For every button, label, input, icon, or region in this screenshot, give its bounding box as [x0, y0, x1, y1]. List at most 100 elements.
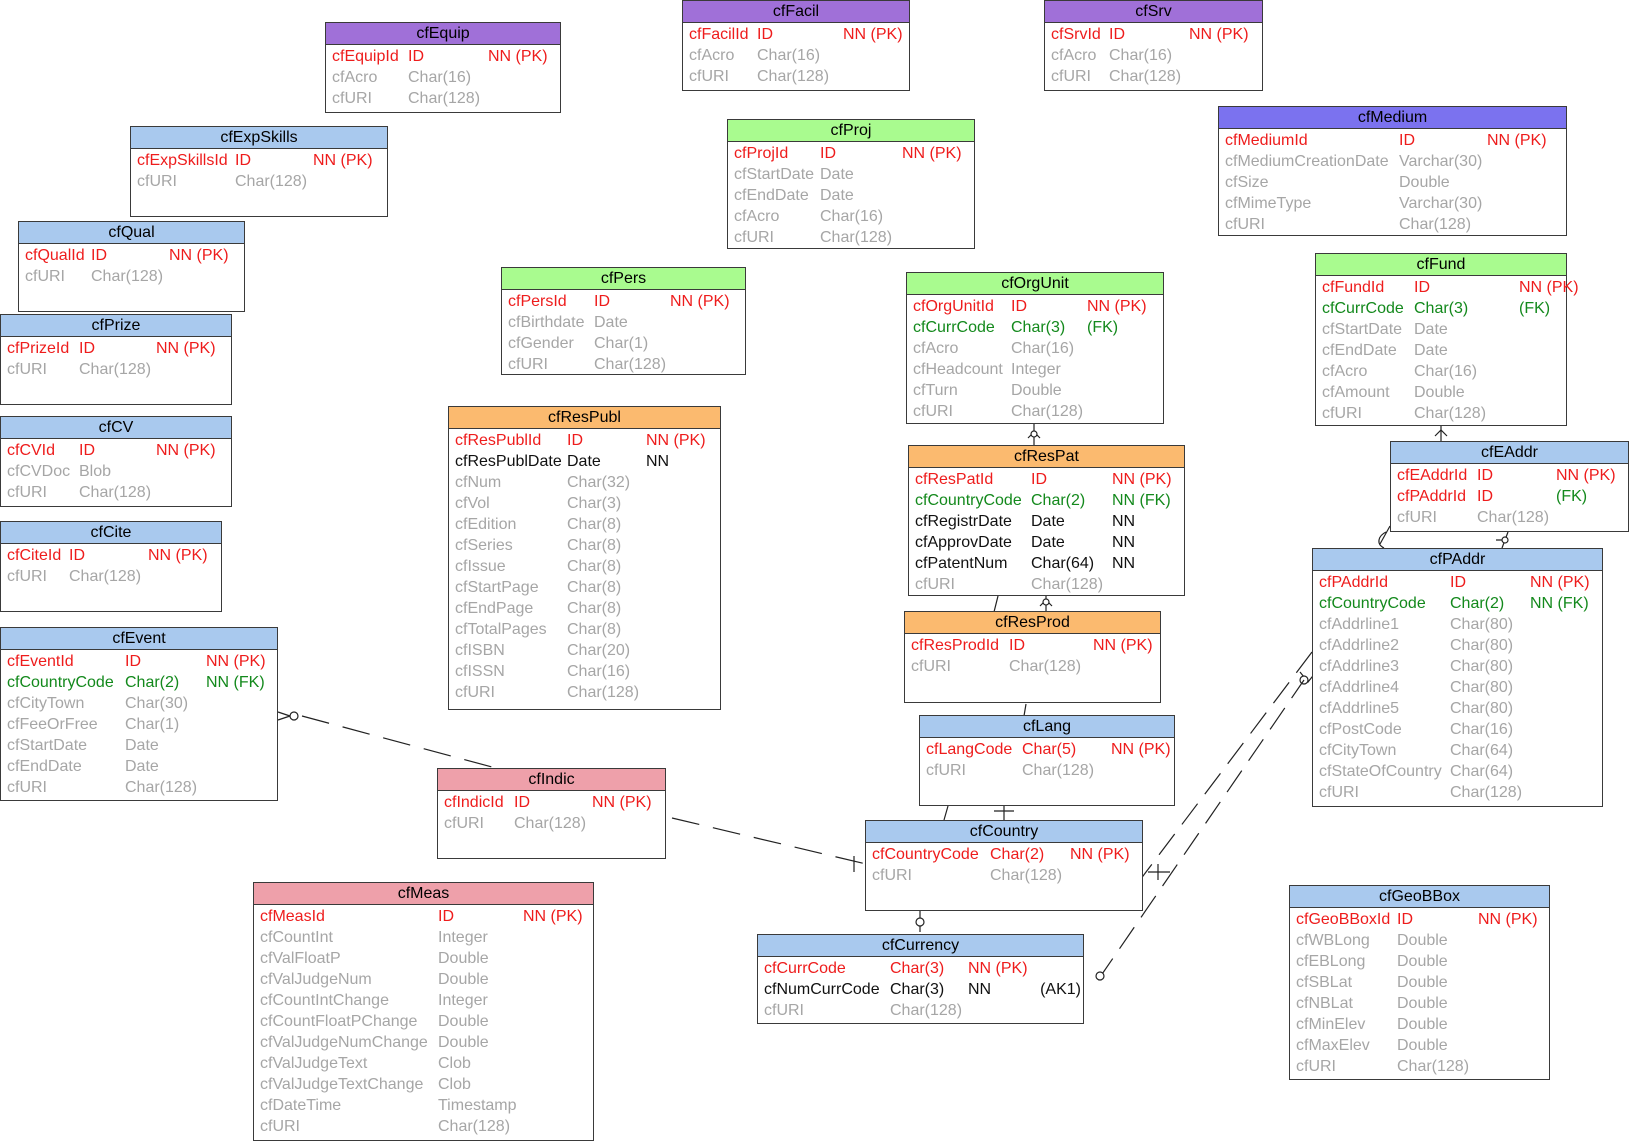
attribute-row[interactable]: cfAcroChar(16)	[1316, 361, 1566, 382]
attribute-row[interactable]: cfCountryCodeChar(2)NN (FK)	[1, 672, 277, 693]
attribute-row[interactable]: cfURIChar(128)	[1, 359, 231, 380]
attribute-row[interactable]: cfFeeOrFreeChar(1)	[1, 714, 277, 735]
attribute-row[interactable]: cfStartDateDate	[1, 735, 277, 756]
attribute-row[interactable]: cfProjIdIDNN (PK)	[728, 143, 974, 164]
attribute-row[interactable]: cfFundIdIDNN (PK)	[1316, 277, 1579, 298]
attribute-row[interactable]: cfEndDateDate	[1, 756, 277, 777]
attribute-row[interactable]: cfCountryCodeChar(2)NN (PK)	[866, 844, 1142, 865]
attribute-row[interactable]: cfURIChar(128)	[1, 566, 221, 587]
attribute-row[interactable]: cfEndDateDate	[728, 185, 974, 206]
entity-cfOrgUnit[interactable]: cfOrgUnitcfOrgUnitIdIDNN (PK)cfCurrCodeC…	[906, 272, 1164, 424]
entity-cfResPubl[interactable]: cfResPublcfResPublIdIDNN (PK)cfResPublDa…	[448, 406, 721, 710]
entity-cfEAddr[interactable]: cfEAddrcfEAddrIdIDNN (PK)cfPAddrIdID(FK)…	[1390, 441, 1629, 532]
attribute-row[interactable]: cfURIChar(128)	[866, 865, 1142, 886]
entity-cfCurrency[interactable]: cfCurrencycfCurrCodeChar(3)NN (PK)cfNumC…	[757, 934, 1084, 1024]
entity-cfCite[interactable]: cfCitecfCiteIdIDNN (PK)cfURIChar(128)	[0, 521, 222, 612]
entity-cfProj[interactable]: cfProjcfProjIdIDNN (PK)cfStartDateDatecf…	[727, 119, 975, 249]
attribute-row[interactable]: cfExpSkillsIdIDNN (PK)	[131, 150, 387, 171]
attribute-row[interactable]: cfURIChar(128)	[1, 777, 277, 798]
attribute-row[interactable]: cfURIChar(128)	[758, 1000, 1083, 1021]
attribute-row[interactable]: cfCiteIdIDNN (PK)	[1, 545, 221, 566]
attribute-row[interactable]: cfLangCodeChar(5)NN (PK)	[920, 739, 1174, 760]
attribute-row[interactable]: cfAmountDouble	[1316, 382, 1566, 403]
attribute-row[interactable]: cfISSNChar(16)	[449, 661, 720, 682]
attribute-row[interactable]: cfCityTownChar(64)	[1313, 740, 1602, 761]
attribute-row[interactable]: cfURIChar(128)	[907, 401, 1163, 422]
attribute-row[interactable]: cfURIChar(128)	[1045, 66, 1262, 87]
attribute-row[interactable]: cfEditionChar(8)	[449, 514, 720, 535]
entity-cfResPat[interactable]: cfResPatcfResPatIdIDNN (PK)cfCountryCode…	[908, 445, 1185, 596]
attribute-row[interactable]: cfURIChar(128)	[683, 66, 909, 87]
attribute-row[interactable]: cfMediumIdIDNN (PK)	[1219, 130, 1566, 151]
attribute-row[interactable]: cfSeriesChar(8)	[449, 535, 720, 556]
attribute-row[interactable]: cfURIChar(128)	[920, 760, 1174, 781]
attribute-row[interactable]: cfFacilIdIDNN (PK)	[683, 24, 909, 45]
attribute-row[interactable]: cfEAddrIdIDNN (PK)	[1391, 465, 1628, 486]
attribute-row[interactable]: cfCityTownChar(30)	[1, 693, 277, 714]
attribute-row[interactable]: cfGenderChar(1)	[502, 333, 745, 354]
attribute-row[interactable]: cfPersIdIDNN (PK)	[502, 291, 745, 312]
attribute-row[interactable]: cfURIChar(128)	[1290, 1056, 1549, 1077]
attribute-row[interactable]: cfAcroChar(16)	[907, 338, 1163, 359]
attribute-row[interactable]: cfMinElevDouble	[1290, 1014, 1549, 1035]
attribute-row[interactable]: cfTotalPagesChar(8)	[449, 619, 720, 640]
attribute-row[interactable]: cfSizeDouble	[1219, 172, 1566, 193]
attribute-row[interactable]: cfResProdIdIDNN (PK)	[905, 635, 1160, 656]
entity-cfMedium[interactable]: cfMediumcfMediumIdIDNN (PK)cfMediumCreat…	[1218, 106, 1567, 236]
attribute-row[interactable]: cfStartDateDate	[1316, 319, 1566, 340]
attribute-row[interactable]: cfAcroChar(16)	[1045, 45, 1262, 66]
attribute-row[interactable]: cfResPublDateDateNN	[449, 451, 720, 472]
attribute-row[interactable]: cfQualIdIDNN (PK)	[19, 245, 244, 266]
attribute-row[interactable]: cfURIChar(128)	[131, 171, 387, 192]
attribute-row[interactable]: cfURIChar(128)	[254, 1116, 593, 1137]
attribute-row[interactable]: cfURIChar(128)	[1316, 403, 1566, 424]
attribute-row[interactable]: cfURIChar(128)	[502, 354, 745, 375]
attribute-row[interactable]: cfCountryCodeChar(2)NN (FK)	[1313, 593, 1602, 614]
attribute-row[interactable]: cfURIChar(128)	[449, 682, 720, 703]
attribute-row[interactable]: cfTurnDouble	[907, 380, 1163, 401]
attribute-row[interactable]: cfBirthdateDate	[502, 312, 745, 333]
attribute-row[interactable]: cfURIChar(128)	[1313, 782, 1602, 803]
attribute-row[interactable]: cfURIChar(128)	[438, 813, 665, 834]
entity-cfPAddr[interactable]: cfPAddrcfPAddrIdIDNN (PK)cfCountryCodeCh…	[1312, 548, 1603, 807]
entity-cfFund[interactable]: cfFundcfFundIdIDNN (PK)cfCurrCodeChar(3)…	[1315, 253, 1579, 426]
attribute-row[interactable]: cfCountryCodeChar(2)NN (FK)	[909, 490, 1184, 511]
attribute-row[interactable]: cfStartDateDate	[728, 164, 974, 185]
entity-cfResProd[interactable]: cfResProdcfResProdIdIDNN (PK)cfURIChar(1…	[904, 611, 1161, 703]
attribute-row[interactable]: cfIssueChar(8)	[449, 556, 720, 577]
attribute-row[interactable]: cfPatentNumChar(64)NN	[909, 553, 1184, 574]
attribute-row[interactable]: cfValJudgeNumChangeDouble	[254, 1032, 593, 1053]
attribute-row[interactable]: cfDateTimeTimestamp	[254, 1095, 593, 1116]
attribute-row[interactable]: cfNBLatDouble	[1290, 993, 1549, 1014]
entity-cfCV[interactable]: cfCVcfCVIdIDNN (PK)cfCVDocBlobcfURIChar(…	[0, 416, 232, 507]
attribute-row[interactable]: cfSrvIdIDNN (PK)	[1045, 24, 1262, 45]
attribute-row[interactable]: cfURIChar(128)	[1391, 507, 1628, 528]
attribute-row[interactable]: cfApprovDateDateNN	[909, 532, 1184, 553]
attribute-row[interactable]: cfNumCurrCodeChar(3)NN(AK1)	[758, 979, 1083, 1000]
attribute-row[interactable]: cfVolChar(3)	[449, 493, 720, 514]
entity-cfQual[interactable]: cfQualcfQualIdIDNN (PK)cfURIChar(128)	[18, 221, 245, 312]
entity-cfMeas[interactable]: cfMeascfMeasIdIDNN (PK)cfCountIntInteger…	[253, 882, 594, 1141]
attribute-row[interactable]: cfPAddrIdIDNN (PK)	[1313, 572, 1602, 593]
attribute-row[interactable]: cfEndPageChar(8)	[449, 598, 720, 619]
attribute-row[interactable]: cfMediumCreationDateVarchar(30)	[1219, 151, 1566, 172]
attribute-row[interactable]: cfURIChar(128)	[909, 574, 1184, 595]
attribute-row[interactable]: cfGeoBBoxIdIDNN (PK)	[1290, 909, 1549, 930]
attribute-row[interactable]: cfCVIdIDNN (PK)	[1, 440, 231, 461]
entity-cfIndic[interactable]: cfIndiccfIndicIdIDNN (PK)cfURIChar(128)	[437, 768, 666, 859]
attribute-row[interactable]: cfCurrCodeChar(3)NN (PK)	[758, 958, 1083, 979]
attribute-row[interactable]: cfRegistrDateDateNN	[909, 511, 1184, 532]
entity-cfFacil[interactable]: cfFacilcfFacilIdIDNN (PK)cfAcroChar(16)c…	[682, 0, 910, 91]
attribute-row[interactable]: cfCountFloatPChangeDouble	[254, 1011, 593, 1032]
attribute-row[interactable]: cfURIChar(128)	[1, 482, 231, 503]
attribute-row[interactable]: cfURIChar(128)	[19, 266, 244, 287]
attribute-row[interactable]: cfSBLatDouble	[1290, 972, 1549, 993]
attribute-row[interactable]: cfResPublIdIDNN (PK)	[449, 430, 720, 451]
entity-cfEquip[interactable]: cfEquipcfEquipIdIDNN (PK)cfAcroChar(16)c…	[325, 22, 561, 113]
attribute-row[interactable]: cfAddrline2Char(80)	[1313, 635, 1602, 656]
attribute-row[interactable]: cfValJudgeTextClob	[254, 1053, 593, 1074]
attribute-row[interactable]: cfNumChar(32)	[449, 472, 720, 493]
attribute-row[interactable]: cfEBLongDouble	[1290, 951, 1549, 972]
attribute-row[interactable]: cfAddrline4Char(80)	[1313, 677, 1602, 698]
attribute-row[interactable]: cfCurrCodeChar(3)(FK)	[1316, 298, 1566, 319]
